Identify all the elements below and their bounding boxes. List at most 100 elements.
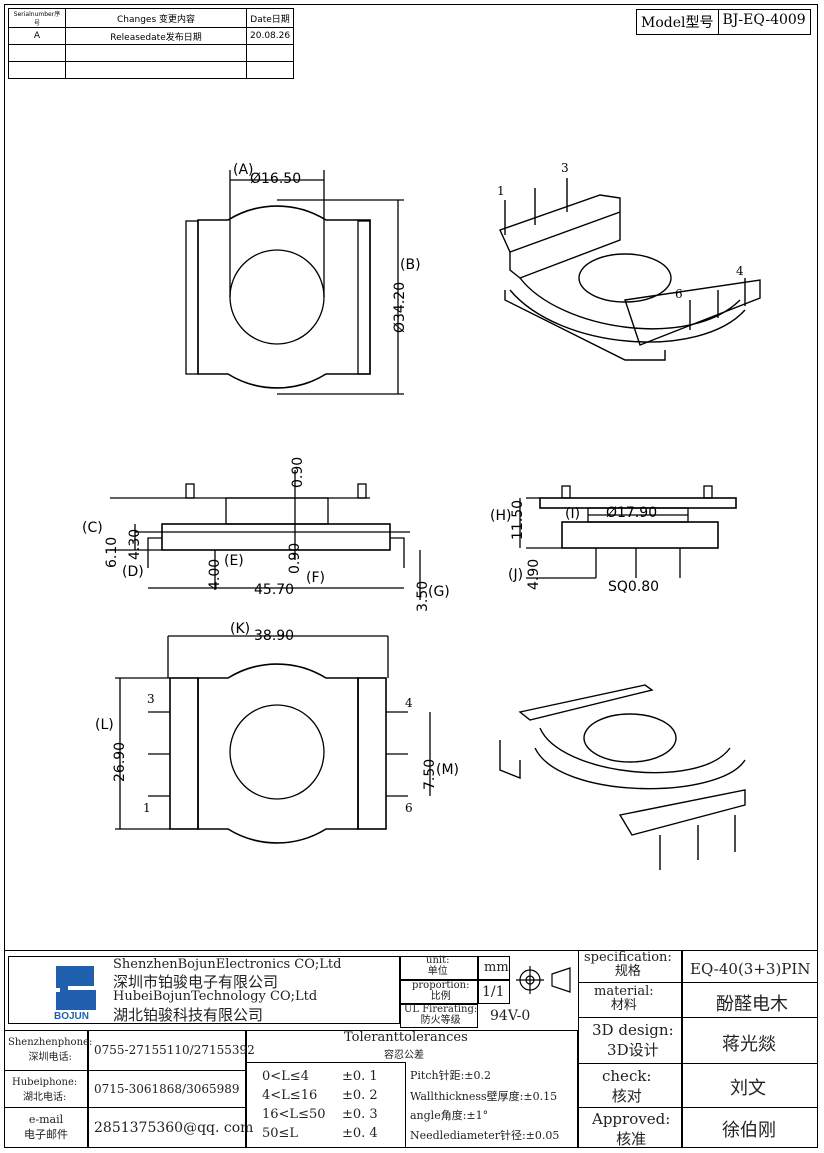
spec-value: EQ-40(3+3)PIN — [690, 960, 811, 978]
rev-empty — [245, 61, 295, 79]
phone-sz-label: Shenzhenphone: 深圳电话: — [8, 1037, 93, 1063]
spec-label: specification: 规格 — [584, 950, 672, 979]
side-g-label: (G) — [428, 584, 450, 600]
tol-value-4: ±0. 4 — [342, 1126, 378, 1141]
proportion-value-cell — [478, 980, 510, 1004]
bottom-k-label: (K) — [230, 621, 251, 637]
projection-symbol-icon — [516, 966, 571, 994]
iso-top-pin-4: 4 — [736, 264, 744, 278]
tol-value-2: ±0. 2 — [342, 1088, 378, 1103]
spec-row-divider — [578, 982, 818, 1018]
revision-table: Serialnumber序号 Changes 变更内容 Date日期 A Rel… — [8, 8, 295, 79]
proportion-value: 1/1 — [482, 984, 505, 1000]
end-i-label: (I) — [565, 506, 581, 522]
side-dim-4570: 45.70 — [254, 582, 295, 598]
tol-range-3: 16<L≤50 — [262, 1107, 326, 1122]
tol-range-2: 4<L≤16 — [262, 1088, 318, 1103]
bottom-m-label: (M) — [436, 762, 460, 778]
phone-hb-label: Hubeiphone: 湖北电话: — [12, 1077, 78, 1103]
tol-value-1: ±0. 1 — [342, 1069, 378, 1084]
company-cn-1: 深圳市铂骏电子有限公司 — [113, 973, 279, 991]
end-dim-1150: 11.50 — [510, 499, 526, 540]
ul-label: UL Firerating: 防火等级 — [404, 1004, 478, 1026]
design-label: 3D design: 3D设计 — [592, 1021, 674, 1059]
dim-b-value: Ø34.20 — [392, 281, 408, 333]
side-e-label: (E) — [224, 553, 244, 569]
tol-range-4: 50≤L — [262, 1126, 299, 1141]
end-h-label: (H) — [490, 508, 512, 524]
tol-wall: Wallthickness壁厚度:±0.15 — [410, 1090, 558, 1103]
end-dim-dia: Ø17.90 — [606, 505, 658, 521]
check-label: check: 核对 — [602, 1067, 652, 1105]
ul-value: 94V-0 — [490, 1008, 531, 1024]
model-label: Model型号 — [641, 15, 714, 31]
end-dim-sq: SQ0.80 — [608, 579, 660, 595]
bottom-view — [115, 635, 431, 844]
end-j-label: (J) — [508, 567, 524, 583]
company-en-2: HubeiBojunTechnology CO;Ltd — [113, 989, 318, 1004]
bojun-logo-icon: BOJUN — [50, 966, 96, 1020]
tol-range-1: 0<L≤4 — [262, 1069, 309, 1084]
side-dim-090-bottom: 0.90 — [287, 542, 303, 574]
side-view — [110, 470, 421, 600]
proportion-label-cell — [400, 980, 478, 1004]
model-value: BJ-EQ-4009 — [717, 10, 810, 34]
phone-sz: 0755-27155110/27155392 — [94, 1043, 255, 1057]
bottom-dim-750: 7.50 — [422, 758, 438, 790]
tolerance-title-cn: 容忍公差 — [384, 1050, 424, 1061]
dim-a-label: (A) — [233, 162, 254, 178]
top-view — [185, 170, 404, 395]
bottom-dim-2690: 26.90 — [112, 741, 128, 782]
tolerance-title: Toleranttolerances — [344, 1030, 468, 1045]
end-view — [519, 485, 737, 579]
iso-bottom-view — [499, 684, 746, 870]
material-value: 酚醛电木 — [716, 994, 788, 1015]
tolerance-range-box — [246, 1062, 406, 1148]
spec-row-divider — [578, 1063, 818, 1108]
contact-row-divider — [4, 1070, 246, 1108]
company-box — [8, 956, 400, 1024]
logo-text: BOJUN — [54, 1011, 89, 1020]
iso-top-pin-6: 6 — [675, 287, 683, 301]
dim-a-value: Ø16.50 — [250, 171, 302, 187]
bottom-pin-4: 4 — [405, 696, 413, 710]
tol-needle: Needlediameter针径:±0.05 — [410, 1129, 560, 1142]
spec-label-column — [578, 950, 682, 1148]
bottom-pin-3: 3 — [147, 692, 155, 706]
unit-value: mm — [484, 960, 509, 975]
bottom-l-label: (L) — [95, 717, 114, 733]
company-cn-2: 湖北铂骏科技有限公司 — [113, 1006, 264, 1024]
side-dim-090-top: 0.90 — [290, 456, 306, 488]
bottom-dim-3890: 38.90 — [254, 628, 295, 644]
bottom-pin-6: 6 — [405, 801, 413, 815]
proportion-label: proportion: 比例 — [412, 980, 470, 1002]
bottom-pin-1: 1 — [143, 801, 151, 815]
iso-top-pin-3: 3 — [561, 161, 569, 175]
check-value: 刘文 — [730, 1078, 766, 1099]
email: 2851375360@qq. com — [94, 1120, 254, 1136]
side-dim-430: 4.30 — [127, 528, 143, 560]
dim-b-label: (B) — [400, 257, 421, 273]
side-dim-400: 4.00 — [207, 558, 223, 590]
company-en-1: ShenzhenBojunElectronics CO;Ltd — [113, 957, 342, 972]
side-dim-610: 6.10 — [104, 536, 120, 568]
phone-hb: 0715-3061868/3065989 — [94, 1082, 240, 1096]
side-c-label: (C) — [82, 520, 103, 536]
iso-top-pin-1: 1 — [497, 184, 505, 198]
design-value: 蒋光燚 — [722, 1034, 776, 1055]
unit-label: unit: 单位 — [426, 955, 450, 977]
ul-label-cell — [400, 1004, 478, 1028]
iso-top-view — [499, 178, 761, 361]
approved-label: Approved: 核准 — [592, 1110, 671, 1148]
end-dim-490: 4.90 — [526, 558, 542, 590]
unit-value-cell — [478, 956, 510, 980]
material-label: material: 材料 — [594, 984, 654, 1013]
tol-value-3: ±0. 3 — [342, 1107, 378, 1122]
spec-value-column — [682, 950, 818, 1148]
model-box: Model型号 BJ-EQ-4009 — [636, 9, 811, 35]
side-d-label: (D) — [122, 564, 144, 580]
side-f-label: (F) — [306, 570, 325, 586]
tol-pitch: Pitch针距:±0.2 — [410, 1069, 492, 1082]
approved-value: 徐伯刚 — [722, 1120, 776, 1141]
